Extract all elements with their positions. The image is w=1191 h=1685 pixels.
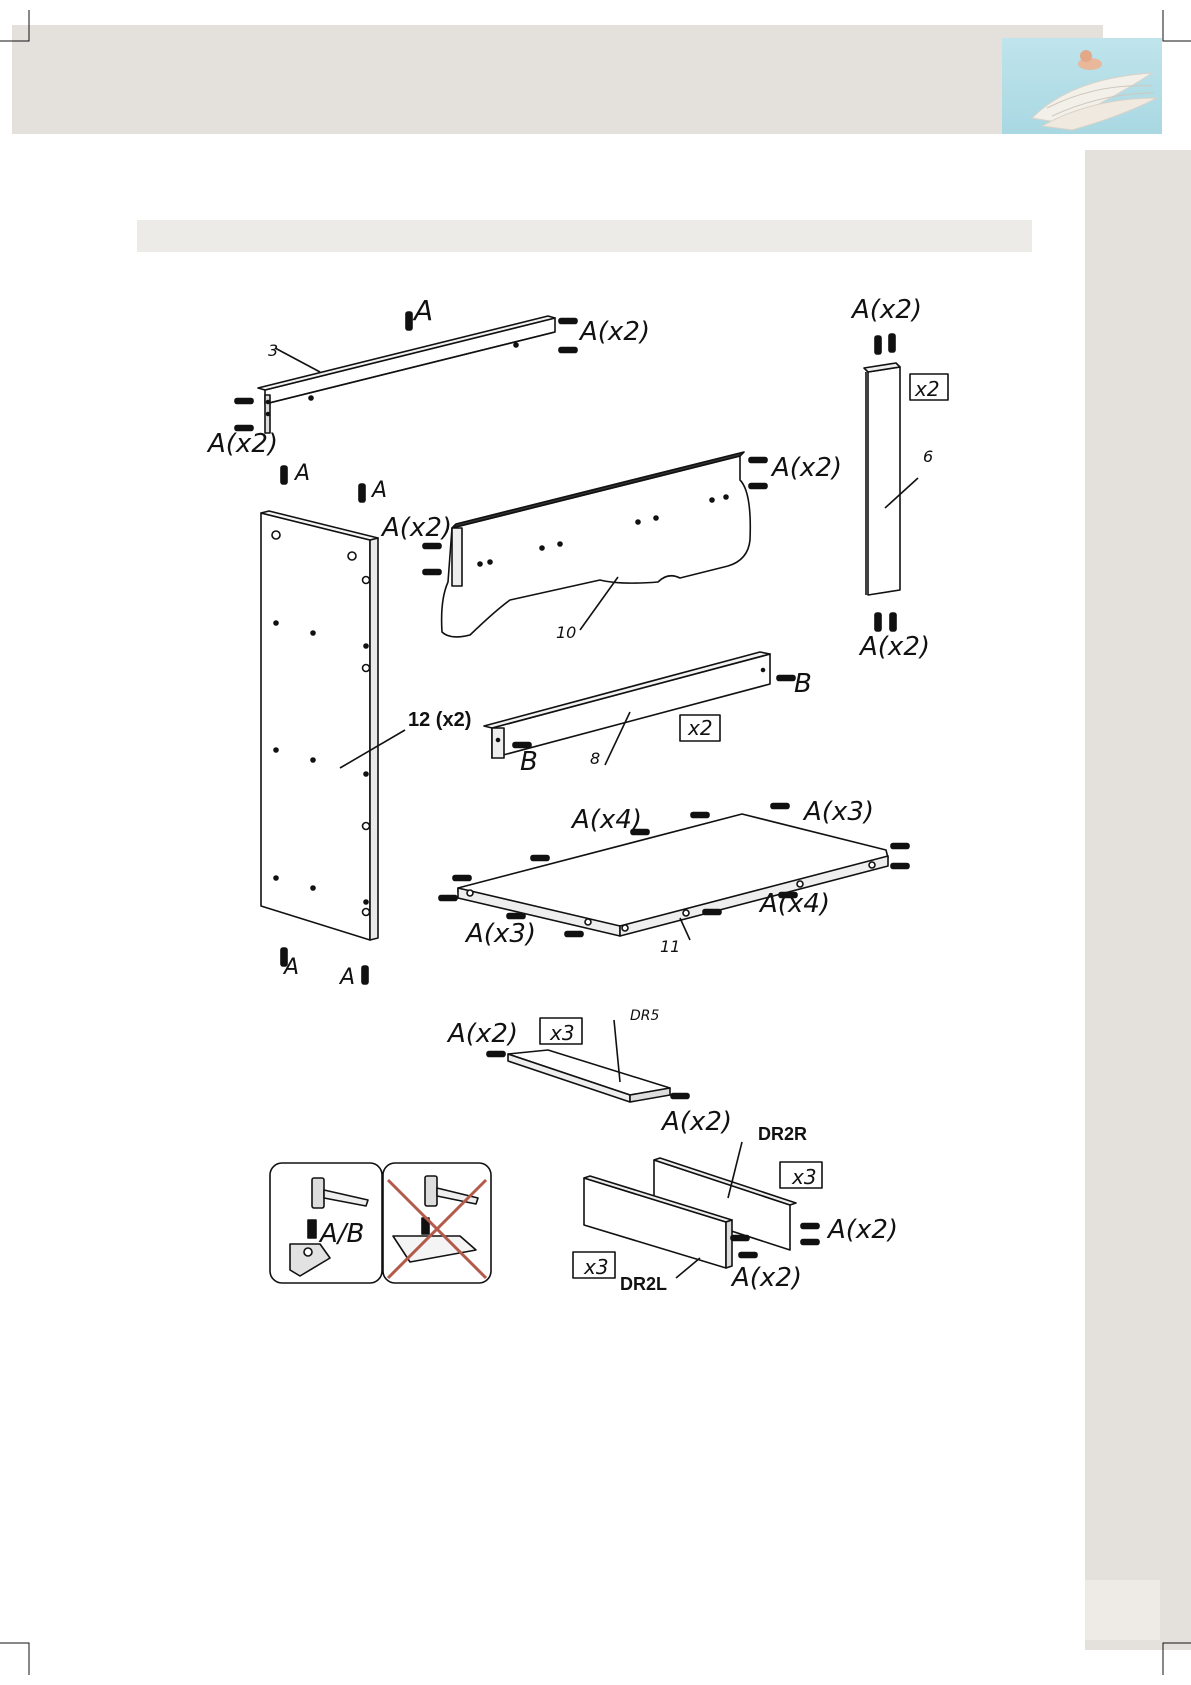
- part-number-12: 12 (x2): [408, 709, 471, 731]
- label-a-x2-part6-top: A(x2): [850, 295, 922, 325]
- part-number-11: 11: [660, 937, 680, 956]
- corner-crop-mark-icon: [0, 10, 1191, 1675]
- qty-x3-dr2r: x3: [791, 1165, 817, 1189]
- label-a-x2-part10-left: A(x2): [380, 513, 452, 543]
- qty-x3-dr5: x3: [549, 1021, 575, 1045]
- part-3-rail: [258, 316, 555, 433]
- label-b-right: B: [794, 669, 812, 699]
- label-a-part3: A: [412, 294, 433, 327]
- part-number-dr2r: DR2R: [758, 1124, 807, 1144]
- label-a-x2-dr2l: A(x2): [730, 1263, 802, 1293]
- part-number-8: 8: [590, 749, 600, 768]
- part-6-post: [864, 363, 900, 595]
- part-10-panel: [442, 452, 751, 637]
- qty-x3-dr2l: x3: [583, 1255, 609, 1279]
- label-a-x2-part3-right: A(x2): [578, 317, 650, 347]
- label-a-x2-part6-bottom: A(x2): [858, 632, 930, 662]
- part-12-side-panel: [261, 511, 378, 940]
- label-a-panel-top-right: A: [370, 478, 387, 503]
- label-a-x3-right: A(x3): [802, 797, 874, 827]
- part-number-dr5: DR5: [630, 1008, 660, 1024]
- label-a-x4-top: A(x4): [570, 805, 642, 835]
- qty-x2-part8: x2: [687, 716, 713, 740]
- label-a-panel-bottom-left: A: [282, 955, 299, 980]
- label-a-x2-dr5-right: A(x2): [660, 1107, 732, 1137]
- label-a-x2-dr5-left: A(x2): [446, 1019, 518, 1049]
- hammer-instruction-wrong: [383, 1163, 491, 1283]
- label-a-x2-part3-left: A(x2): [206, 429, 278, 459]
- label-a-x4-bottom: A(x4): [758, 889, 830, 919]
- label-a-x2-part10-right: A(x2): [770, 453, 842, 483]
- label-a-panel-top-left: A: [293, 461, 310, 486]
- part-dr5-board: [508, 1050, 670, 1102]
- label-a-slash-b: A/B: [318, 1219, 364, 1249]
- qty-x2-part6: x2: [914, 377, 940, 401]
- label-a-x2-dr2r: A(x2): [826, 1215, 898, 1245]
- part-number-6: 6: [923, 447, 933, 466]
- label-a-x3-left: A(x3): [464, 919, 536, 949]
- label-a-panel-bottom-right: A: [338, 965, 355, 990]
- label-b-left: B: [520, 747, 538, 777]
- part-number-dr2l: DR2L: [620, 1274, 667, 1294]
- part-number-3: 3: [268, 341, 278, 360]
- part-number-10: 10: [556, 623, 576, 642]
